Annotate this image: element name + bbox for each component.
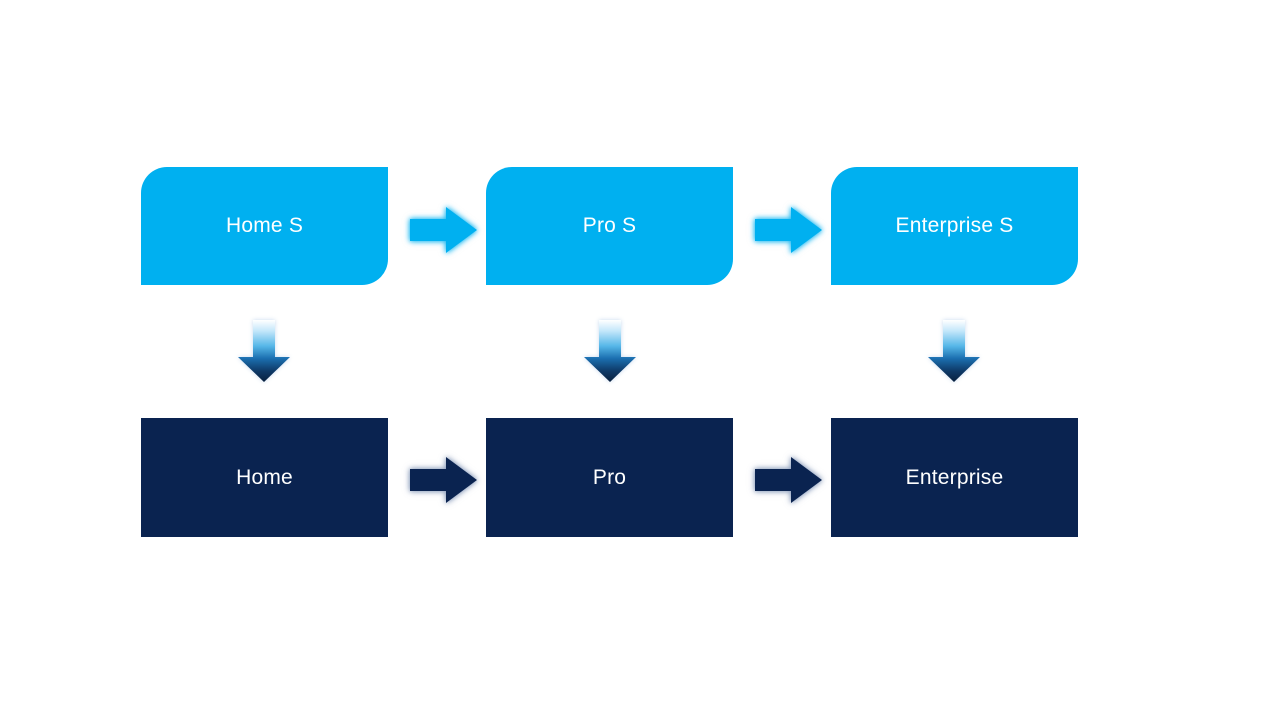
down-arrow-icon-2 (584, 320, 636, 382)
right-arrow-icon-light-1 (410, 207, 477, 253)
down-arrow-icon-3 (928, 320, 980, 382)
bottom-box-pro: Pro (486, 418, 733, 537)
bottom-box-pro-label: Pro (592, 465, 627, 489)
top-box-home-s: Home S (141, 167, 388, 285)
top-box-enterprise-s: Enterprise S (831, 167, 1078, 285)
top-box-home-s-label: Home S (225, 214, 304, 237)
top-box-pro-s: Pro S (486, 167, 733, 285)
down-arrow-icon-1 (238, 320, 290, 382)
bottom-box-enterprise-label: Enterprise (905, 465, 1004, 489)
right-arrow-icon-light-2 (755, 207, 822, 253)
bottom-box-home-label: Home (236, 465, 293, 489)
right-arrow-icon-dark-1 (410, 457, 477, 503)
bottom-box-home: Home (141, 418, 388, 537)
top-box-enterprise-s-label: Enterprise S (895, 214, 1014, 237)
bottom-box-enterprise: Enterprise (831, 418, 1078, 537)
top-box-pro-s-label: Pro S (582, 214, 637, 237)
right-arrow-icon-dark-2 (755, 457, 822, 503)
